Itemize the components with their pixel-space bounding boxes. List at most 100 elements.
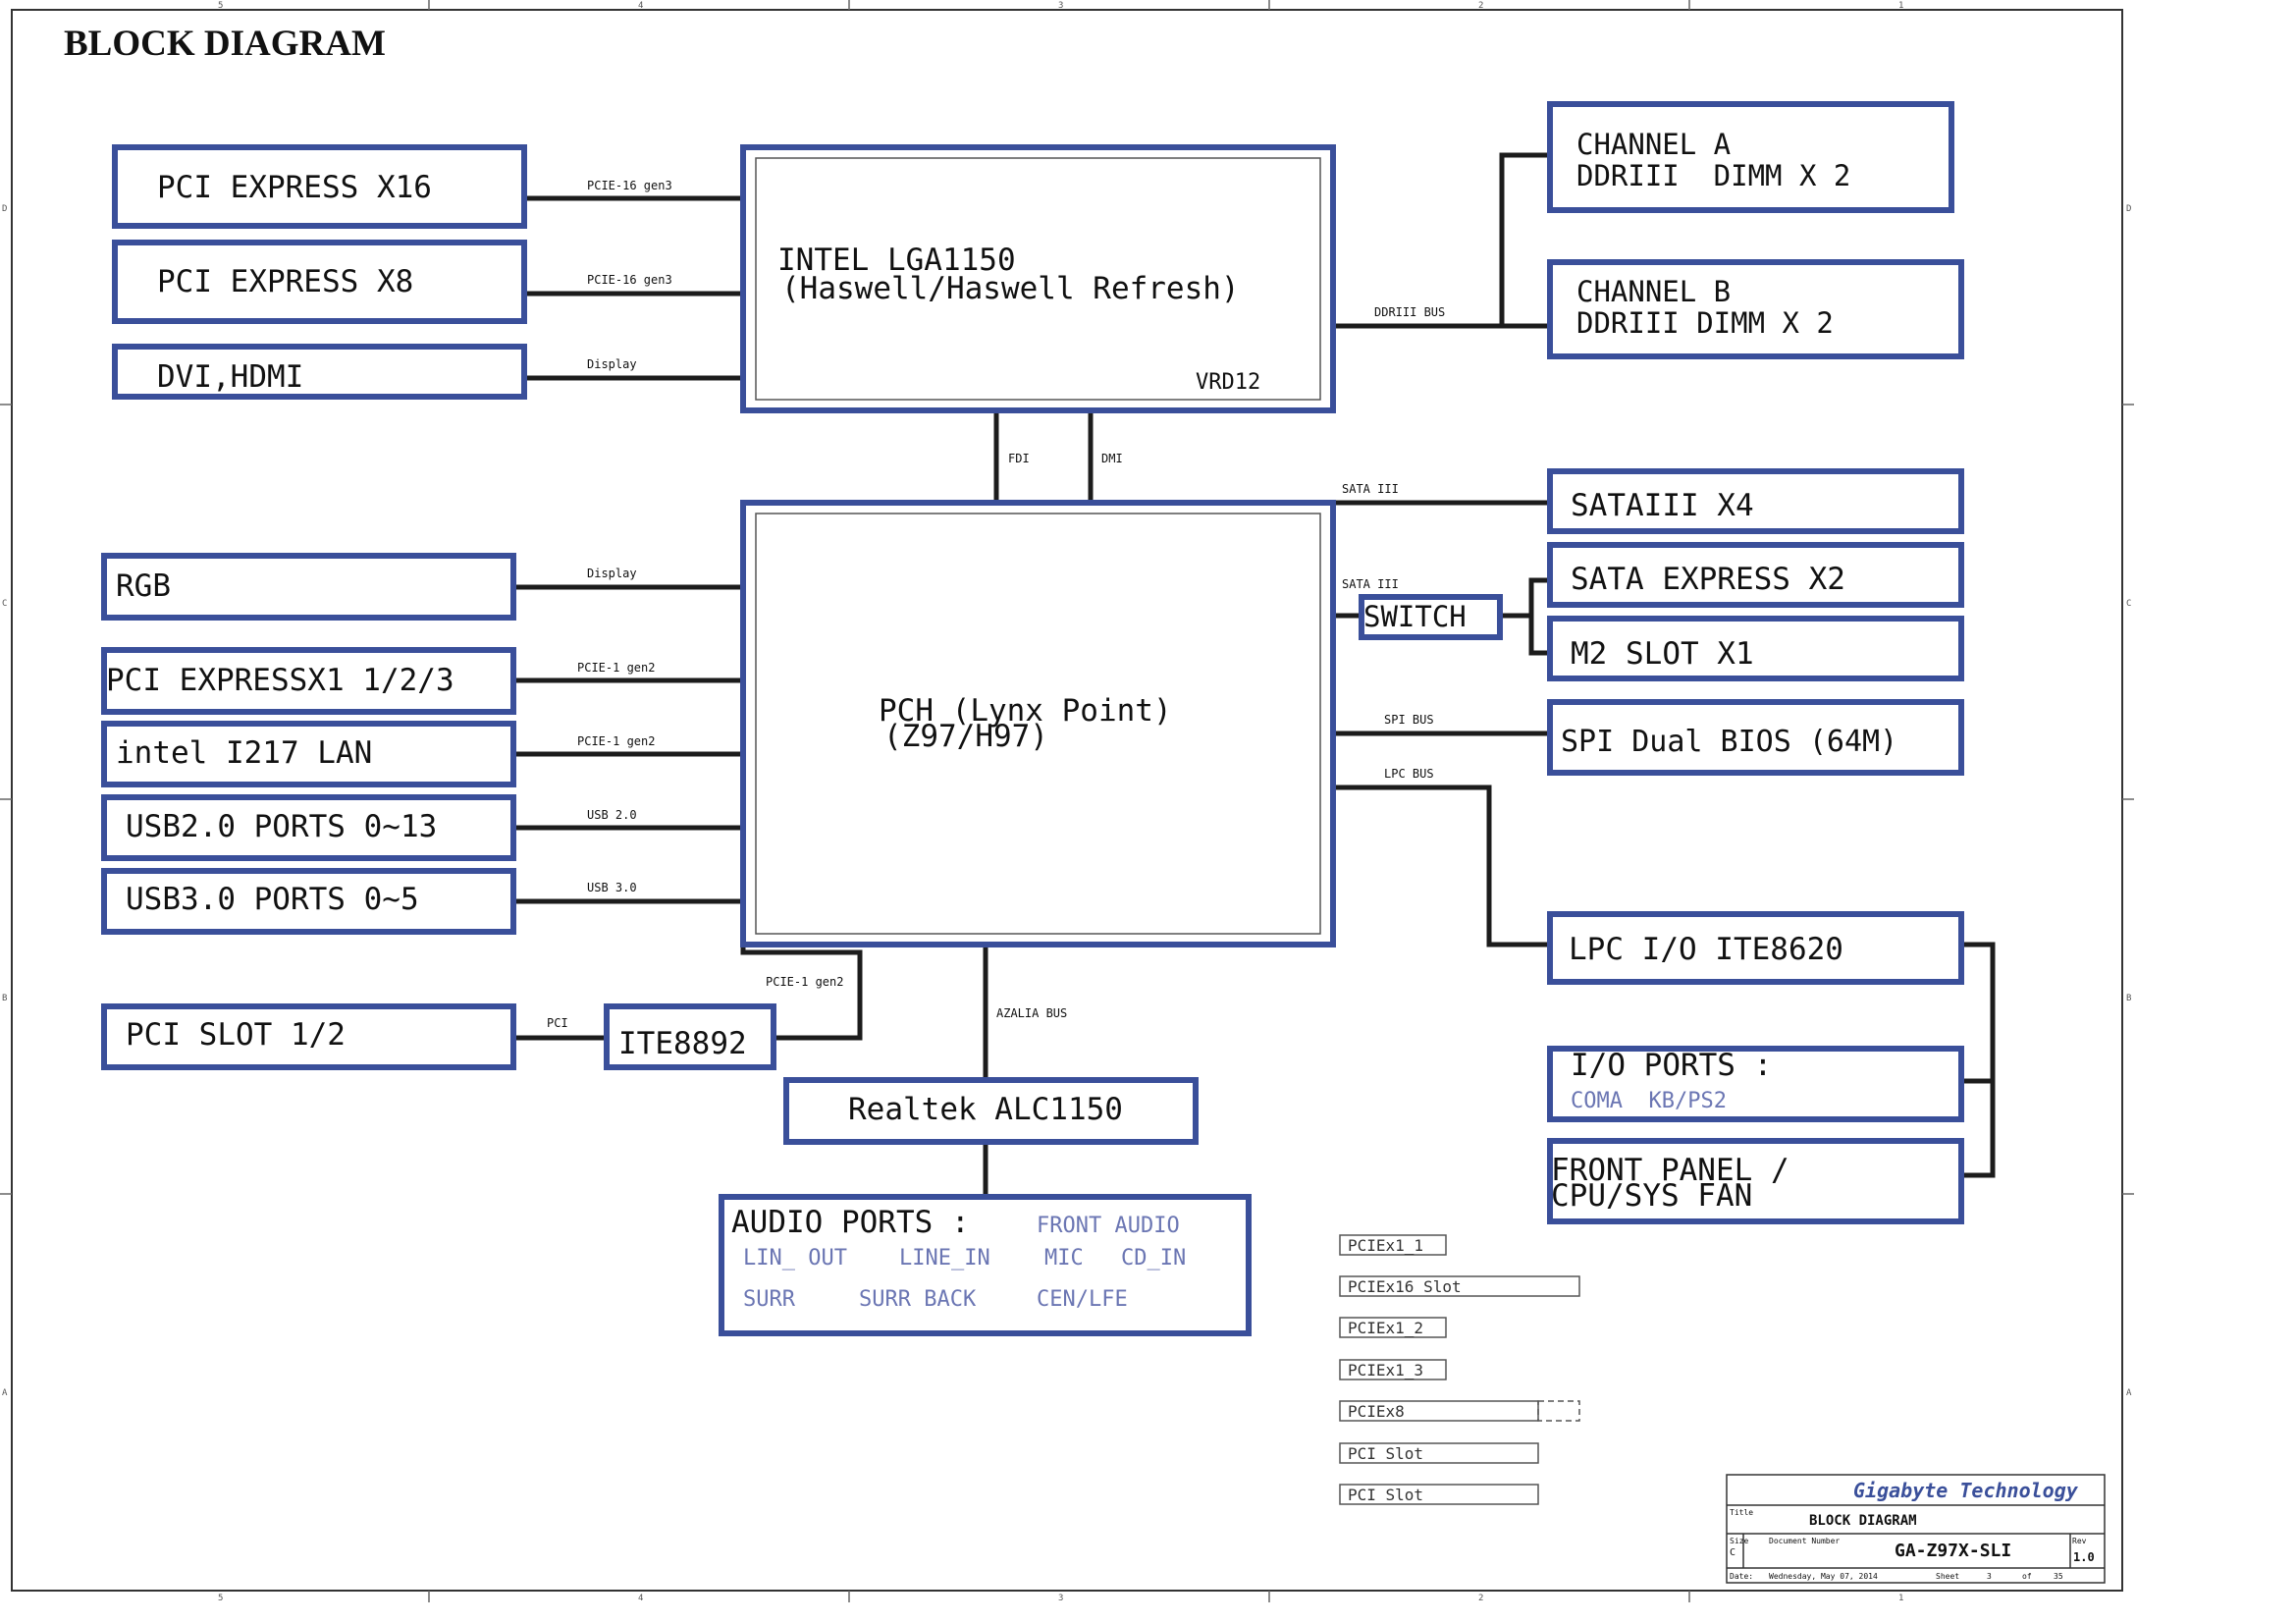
front-panel-box	[1547, 1138, 1964, 1224]
ite8892-label: ITE8892	[618, 1026, 747, 1061]
bus-label: LPC BUS	[1384, 767, 1434, 781]
m2-box	[1547, 616, 1964, 681]
sheet-border	[11, 9, 2123, 1592]
pcie-x8-label: PCI EXPRESS X8	[157, 264, 413, 299]
dvi-hdmi-label: DVI,HDMI	[157, 359, 303, 395]
audio-cen-lfe: CEN/LFE	[1037, 1287, 1128, 1312]
bus-label: DDRIII BUS	[1374, 305, 1445, 319]
slot-legend-item: PCIEx1_1	[1348, 1236, 1423, 1255]
dvi-hdmi-box	[112, 344, 527, 400]
usb3-box	[101, 868, 516, 935]
slot-legend	[1339, 1234, 1580, 1505]
of-label: of	[2022, 1572, 2032, 1581]
sheet-label: Sheet	[1936, 1572, 1959, 1581]
sata-express-box	[1547, 542, 1964, 608]
front-panel-line1: FRONT PANEL /	[1551, 1153, 1789, 1188]
sata-express-label: SATA EXPRESS X2	[1571, 562, 1845, 597]
zone-number: 3	[1058, 1594, 1063, 1603]
cpu-vr-label: VRD12	[1196, 370, 1260, 395]
total-value: 35	[2054, 1572, 2063, 1581]
usb3-label: USB3.0 PORTS 0~5	[126, 882, 419, 917]
bios-label: SPI Dual BIOS (64M)	[1561, 725, 1897, 759]
zone-number: 5	[218, 1, 223, 11]
border-zone-numbers: 5 4 3 2 1 5 4 3 2 1 D C B A D C B A	[2, 1, 2132, 1603]
title-block	[1726, 1474, 2106, 1584]
slot-legend-labels: PCIEx1_1 PCIEx16 Slot PCIEx1_2 PCIEx1_3 …	[1348, 1236, 1462, 1504]
audio-mic: MIC	[1044, 1246, 1084, 1271]
date-value: Wednesday, May 07, 2014	[1769, 1572, 1878, 1581]
zone-number: 4	[638, 1, 643, 11]
bus-label: SATA III	[1342, 482, 1399, 496]
io-ports-box	[1547, 1046, 1964, 1122]
m2-label: M2 SLOT X1	[1571, 636, 1754, 672]
zone-number: 4	[638, 1594, 643, 1603]
ite8892-box	[604, 1003, 776, 1070]
zone-letter: C	[2126, 599, 2131, 609]
slot-legend-item: PCIEx1_3	[1348, 1361, 1423, 1380]
rgb-label: RGB	[116, 568, 171, 604]
zone-number: 3	[1058, 1, 1063, 11]
pci-slot-box	[101, 1003, 516, 1070]
audio-ports-box	[719, 1194, 1252, 1336]
bus-label: AZALIA BUS	[996, 1006, 1067, 1020]
title-label: Title	[1730, 1508, 1753, 1517]
bus-label: Display	[587, 357, 637, 371]
title-block-text: Gigabyte Technology Title BLOCK DIAGRAM …	[1730, 1479, 2095, 1581]
bus-label: DMI	[1101, 452, 1123, 465]
bus-label: Display	[587, 567, 637, 580]
size-label: Size	[1730, 1537, 1748, 1545]
border-zone-ticks	[0, 0, 2134, 1602]
pcie-x8-box	[112, 240, 527, 324]
switch-label: SWITCH	[1363, 600, 1467, 633]
audio-codec-label: Realtek ALC1150	[848, 1092, 1123, 1127]
bus-label: PCIE-16 gen3	[587, 273, 672, 287]
docnum-value: GA-Z97X-SLI	[1895, 1541, 2011, 1561]
pcie-x1-box	[101, 647, 516, 715]
switch-box	[1359, 594, 1503, 640]
channel-b-line1: CHANNEL B	[1576, 275, 1731, 308]
bus-labels: PCIE-16 gen3 PCIE-16 gen3 Display DDRIII…	[547, 179, 1445, 1030]
pci-slot-label: PCI SLOT 1/2	[126, 1017, 346, 1053]
slot-legend-item: PCIEx1_2	[1348, 1319, 1423, 1337]
lpc-io-label: LPC I/O ITE8620	[1569, 932, 1843, 967]
bus-label: USB 3.0	[587, 881, 637, 894]
audio-cd-in: CD_IN	[1121, 1246, 1186, 1271]
io-ports-title: I/O PORTS :	[1571, 1048, 1772, 1083]
bus-label: SATA III	[1342, 577, 1399, 591]
pch-box	[740, 500, 1336, 947]
audio-codec-box	[783, 1077, 1199, 1145]
inner-frames	[755, 157, 1321, 935]
audio-lin-out: LIN_ OUT	[743, 1246, 847, 1271]
zone-letter: B	[2, 994, 7, 1003]
audio-surr-back: SURR BACK	[859, 1287, 977, 1312]
pcie-x16-label: PCI EXPRESS X16	[157, 170, 432, 205]
bus-label: PCIE-1 gen2	[577, 661, 655, 675]
wires	[516, 152, 1996, 1197]
zone-letter: A	[2126, 1388, 2132, 1398]
slot-legend-item: PCI Slot	[1348, 1444, 1423, 1463]
lan-label: intel I217 LAN	[116, 735, 372, 771]
usb2-label: USB2.0 PORTS 0~13	[126, 809, 437, 844]
channel-a-line2: DDRIII DIMM X 2	[1576, 159, 1850, 192]
audio-surr: SURR	[743, 1287, 796, 1312]
sata-box	[1547, 468, 1964, 534]
channel-a-box	[1547, 101, 1954, 213]
usb2-box	[101, 794, 516, 861]
channel-b-box	[1547, 259, 1964, 359]
zone-letter: D	[2, 204, 7, 214]
channel-b-line2: DDRIII DIMM X 2	[1576, 306, 1834, 340]
bus-label: PCIE-1 gen2	[766, 975, 843, 989]
front-panel-line2: CPU/SYS FAN	[1551, 1178, 1752, 1214]
rgb-box	[101, 553, 516, 621]
io-ports-items: COMA KB/PS2	[1571, 1089, 1727, 1113]
slot-legend-item: PCIEx8	[1348, 1402, 1405, 1421]
zone-number: 1	[1898, 1594, 1903, 1603]
audio-ports-title: AUDIO PORTS :	[731, 1205, 970, 1240]
bus-label: FDI	[1008, 452, 1030, 465]
pcie-x1-label: PCI EXPRESSX1 1/2/3	[106, 663, 454, 698]
zone-letter: C	[2, 599, 7, 609]
date-label: Date:	[1730, 1572, 1753, 1581]
zone-number: 2	[1478, 1, 1483, 11]
slot-legend-item: PCI Slot	[1348, 1486, 1423, 1504]
